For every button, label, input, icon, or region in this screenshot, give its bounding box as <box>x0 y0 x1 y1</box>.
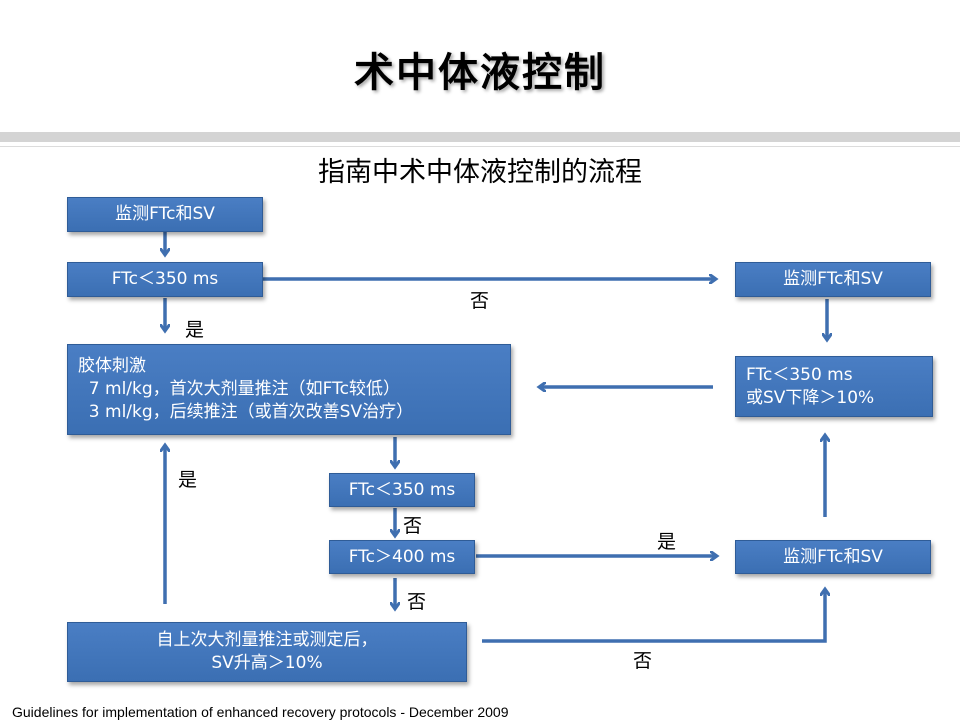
ftc-below-350-box-1: FTc＜350 ms <box>67 262 263 297</box>
ftc-above-400-label: FTc＞400 ms <box>348 546 456 567</box>
slide-title: 术中体液控制 <box>354 50 606 96</box>
label-no-top: 否 <box>470 290 490 312</box>
label-yes-mid: 是 <box>657 531 677 553</box>
diagram-subtitle: 指南中术中体液控制的流程 <box>318 157 642 188</box>
ftc-below-350-label-2: FTc＜350 ms <box>348 479 456 500</box>
monitor-ftc-sv-box-right-2: 监测FTc和SV <box>735 540 931 574</box>
ftc-below-350-box-2: FTc＜350 ms <box>329 473 475 507</box>
ftc-above-400-box: FTc＞400 ms <box>329 540 475 574</box>
label-no-mid-2: 否 <box>407 591 427 613</box>
colloid-subsequent-bolus: 3 ml/kg，后续推注（或首次改善SV治疗） <box>78 402 414 422</box>
ftc-or-sv-line-1: FTc＜350 ms <box>746 364 853 385</box>
sv-rise-line-1: 自上次大剂量推注或测定后， <box>156 630 378 650</box>
colloid-first-bolus: 7 ml/kg，首次大剂量推注（如FTc较低） <box>78 379 400 399</box>
monitor-ftc-sv-label-right-1: 监测FTc和SV <box>783 269 883 289</box>
sv-rise-line-2: SV升高＞10% <box>211 653 323 673</box>
title-divider-line <box>0 146 960 147</box>
label-no-bottom: 否 <box>633 650 653 672</box>
label-yes-left-mid: 是 <box>178 469 198 491</box>
monitor-ftc-sv-box-1: 监测FTc和SV <box>67 197 263 232</box>
monitor-ftc-sv-label-right-2: 监测FTc和SV <box>783 546 883 567</box>
monitor-ftc-sv-label-1: 监测FTc和SV <box>115 204 215 224</box>
monitor-ftc-sv-box-right-1: 监测FTc和SV <box>735 262 931 297</box>
arrow-sv-rise-to-monitor-right2 <box>482 590 825 643</box>
title-divider-band <box>0 132 960 142</box>
ftc-below-350-label-1: FTc＜350 ms <box>111 269 219 289</box>
label-no-mid-1: 否 <box>403 515 423 537</box>
colloid-challenge-box: 胶体刺激 7 ml/kg，首次大剂量推注（如FTc较低） 3 ml/kg，后续推… <box>67 344 511 435</box>
ftc-or-sv-drop-box: FTc＜350 ms 或SV下降＞10% <box>735 356 933 417</box>
sv-rise-box: 自上次大剂量推注或测定后， SV升高＞10% <box>67 622 467 682</box>
ftc-or-sv-line-2: 或SV下降＞10% <box>746 387 875 408</box>
source-footer: Guidelines for implementation of enhance… <box>12 704 509 720</box>
colloid-title: 胶体刺激 <box>78 356 146 376</box>
label-yes-left-top: 是 <box>185 319 205 341</box>
